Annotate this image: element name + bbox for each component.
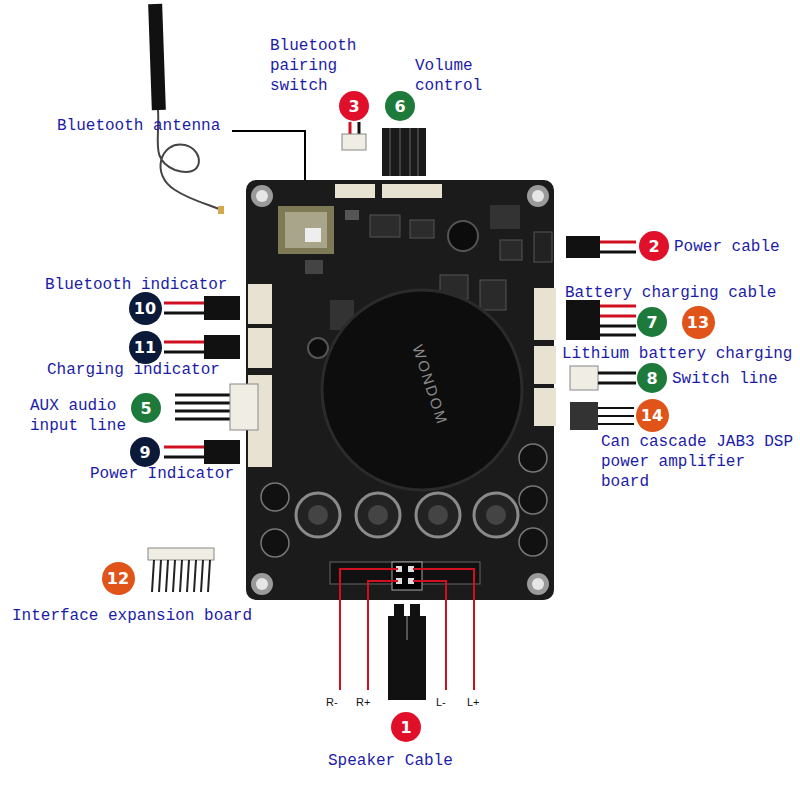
callout-number: 5 [140, 399, 151, 418]
part-label: Bluetooth antenna [57, 116, 220, 136]
callout-number: 3 [348, 97, 359, 116]
part-label: AUX audio input line [30, 396, 130, 436]
callout-number: 13 [687, 313, 709, 332]
indicator-connectors [164, 296, 258, 464]
callout-number: 6 [394, 97, 405, 116]
cascade-connector [570, 402, 634, 430]
part-label: Interface expansion board [12, 606, 252, 626]
callout-circle: 13 [682, 306, 715, 339]
callout-circle: 12 [102, 562, 135, 595]
callout-circle: 11 [129, 331, 162, 364]
callout-circle: 3 [339, 91, 369, 121]
pin-label: L+ [467, 696, 480, 709]
callout-circle: 14 [636, 399, 669, 432]
volume-connector [382, 128, 426, 176]
antenna [148, 4, 224, 214]
part-label: Bluetooth indicator [45, 275, 227, 295]
part-label: Speaker Cable [328, 751, 453, 771]
callout-circle: 9 [130, 437, 160, 467]
callout-number: 8 [646, 369, 657, 388]
part-label: Battery charging cable [565, 283, 776, 303]
callout-number: 7 [646, 313, 657, 332]
callout-number: 9 [139, 443, 150, 462]
callout-circle: 6 [385, 91, 415, 121]
callout-circle: 8 [637, 363, 667, 393]
callout-number: 2 [648, 237, 659, 256]
pcb [246, 180, 556, 600]
part-label: Lithium battery charging [562, 344, 792, 364]
pairing-connector [342, 122, 366, 150]
callout-circle: 10 [129, 292, 162, 325]
callout-number: 10 [134, 299, 156, 318]
part-label: Bluetooth pairing switch [270, 36, 370, 96]
part-label: Charging indicator [47, 360, 220, 380]
part-label: Volume control [415, 56, 495, 96]
part-label: Switch line [672, 369, 778, 389]
callout-number: 14 [641, 406, 663, 425]
callout-circle: 7 [637, 307, 667, 337]
pin-label: L- [436, 696, 446, 709]
power-connector [566, 236, 636, 258]
speaker-plug [388, 604, 426, 700]
callout-number: 12 [107, 569, 129, 588]
callout-circle: 2 [639, 231, 669, 261]
ribbon-connector [148, 548, 214, 592]
part-label: Power cable [674, 237, 780, 257]
pin-label: R+ [356, 696, 370, 709]
brand-mark: WONDOM [408, 342, 453, 428]
battery-connector [566, 300, 636, 340]
part-label: Can cascade JAB3 DSP power amplifier boa… [601, 432, 796, 492]
callout-number: 11 [134, 338, 156, 357]
switch-connector [570, 366, 636, 390]
callout-circle: 5 [131, 393, 161, 423]
callout-number: 1 [400, 718, 411, 737]
leader-line [232, 131, 305, 184]
pin-label: R- [326, 696, 338, 709]
callout-circle: 1 [391, 712, 421, 742]
part-label: Power Indicator [90, 464, 234, 484]
